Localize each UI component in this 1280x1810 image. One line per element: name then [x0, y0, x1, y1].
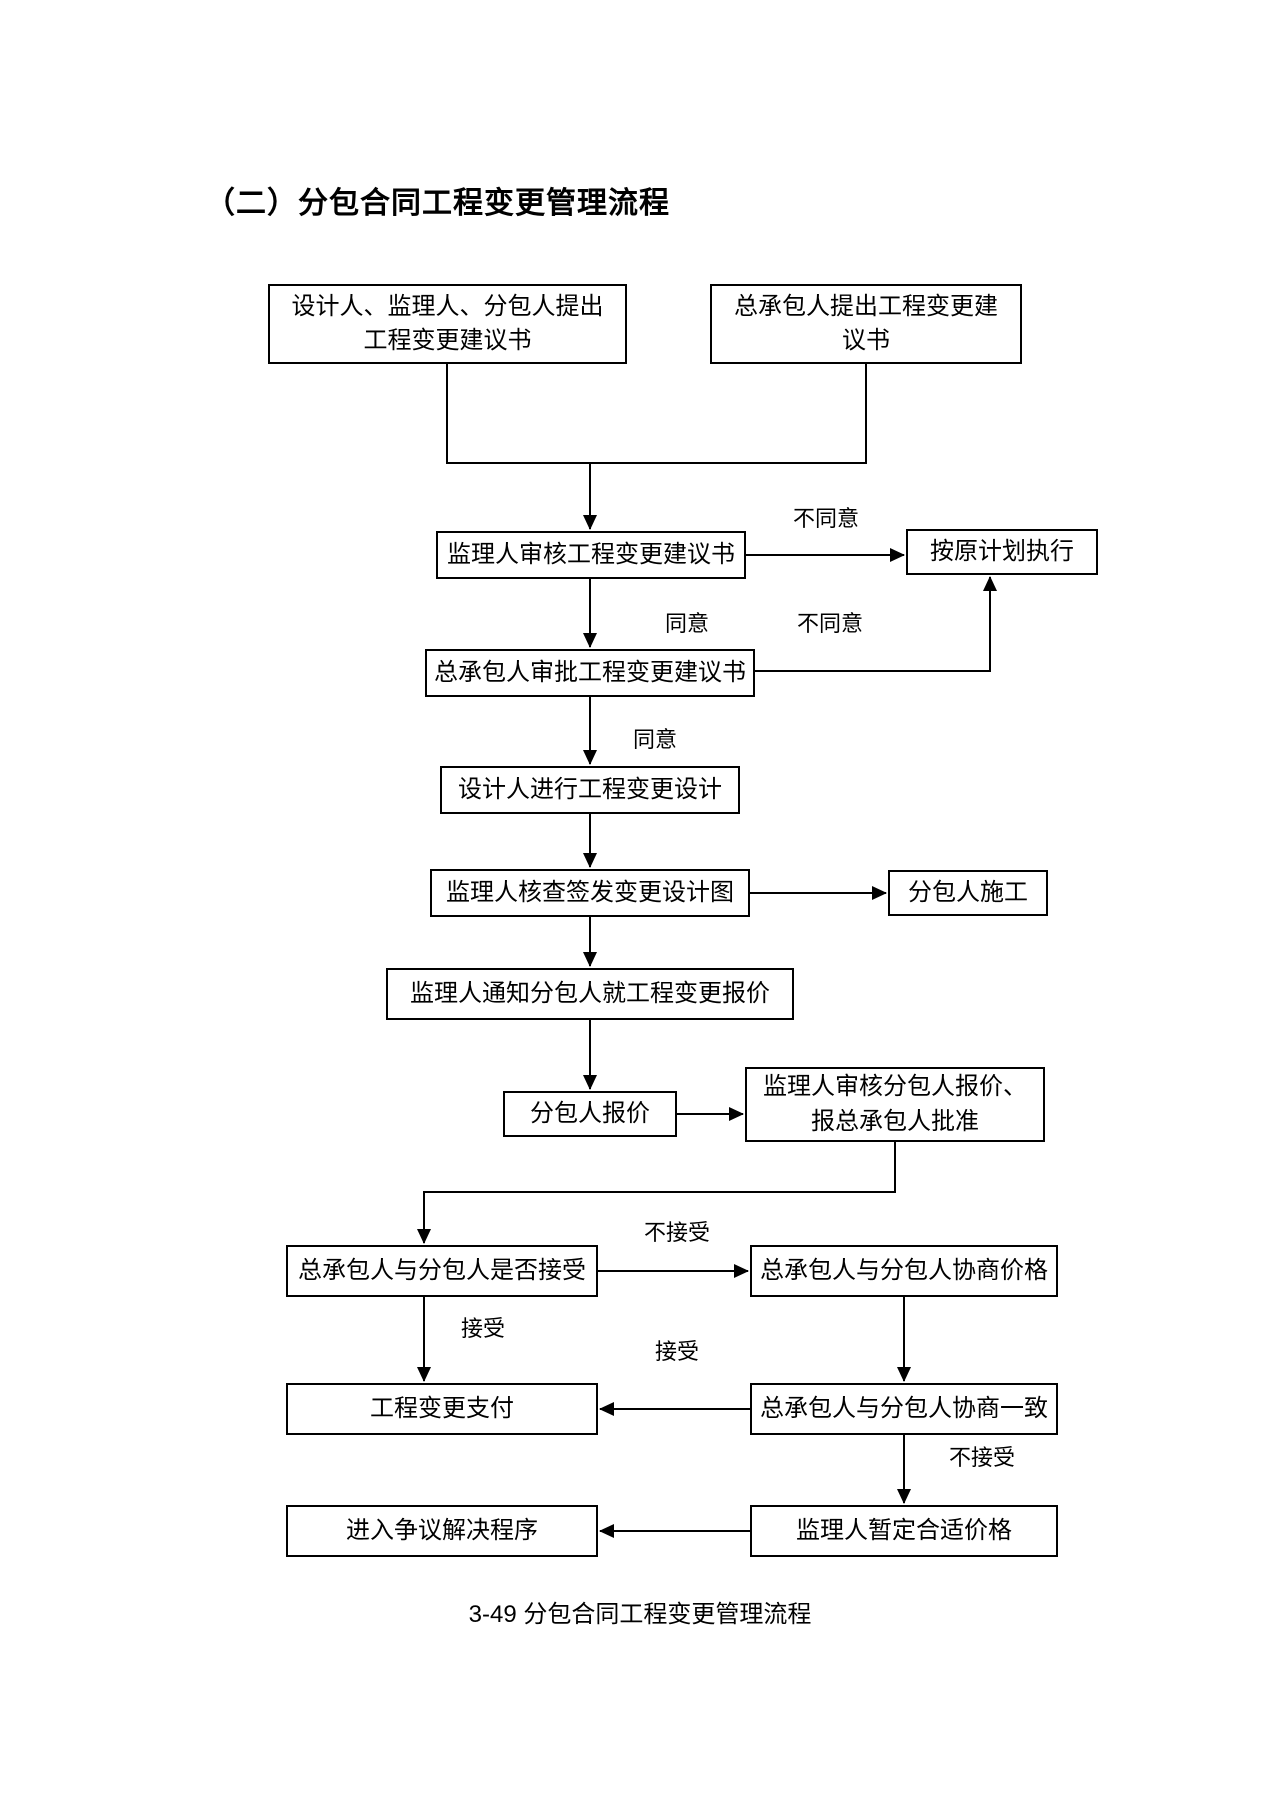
- edge-label-accept-2: 接受: [652, 1334, 702, 1366]
- node-supervisor-review-quote: 监理人审核分包人报价、 报总承包人批准: [745, 1067, 1045, 1142]
- connector-approve-to-original-plan: [755, 576, 997, 672]
- node-subcontractor-quote: 分包人报价: [503, 1091, 677, 1137]
- edge-label-disagree-1: 不同意: [790, 501, 862, 533]
- node-original-plan: 按原计划执行: [906, 529, 1098, 575]
- node-supervisor-notify-quote: 监理人通知分包人就工程变更报价: [386, 968, 794, 1020]
- node-accept-decision: 总承包人与分包人是否接受: [286, 1245, 598, 1297]
- node-propose-others: 设计人、监理人、分包人提出 工程变更建议书: [268, 284, 627, 364]
- edge-label-agree-1: 同意: [662, 606, 712, 638]
- node-negotiate-price: 总承包人与分包人协商价格: [750, 1245, 1058, 1297]
- node-supervisor-tentative-price: 监理人暂定合适价格: [750, 1505, 1058, 1557]
- connector-review-quote-to-decision: [417, 1142, 896, 1244]
- node-supervisor-issue-drawing: 监理人核查签发变更设计图: [430, 869, 750, 917]
- node-propose-general-contractor: 总承包人提出工程变更建 议书: [710, 284, 1022, 364]
- edge-label-agree-2: 同意: [630, 722, 680, 754]
- node-change-payment: 工程变更支付: [286, 1383, 598, 1435]
- edge-label-not-accept-2: 不接受: [946, 1440, 1018, 1472]
- node-gc-approve: 总承包人审批工程变更建议书: [425, 649, 755, 697]
- section-title: （二）分包合同工程变更管理流程: [205, 187, 670, 220]
- edge-label-disagree-2: 不同意: [794, 606, 866, 638]
- edge-label-not-accept-1: 不接受: [641, 1215, 713, 1247]
- node-negotiate-agree: 总承包人与分包人协商一致: [750, 1383, 1058, 1435]
- node-supervisor-review: 监理人审核工程变更建议书: [436, 531, 746, 579]
- node-dispute-resolution: 进入争议解决程序: [286, 1505, 598, 1557]
- node-subcontractor-construct: 分包人施工: [888, 870, 1048, 916]
- figure-caption: 3-49 分包合同工程变更管理流程: [468, 1601, 812, 1628]
- connector-merge-top: [446, 364, 867, 464]
- node-designer-design: 设计人进行工程变更设计: [440, 766, 740, 814]
- edge-label-accept-1: 接受: [458, 1311, 508, 1343]
